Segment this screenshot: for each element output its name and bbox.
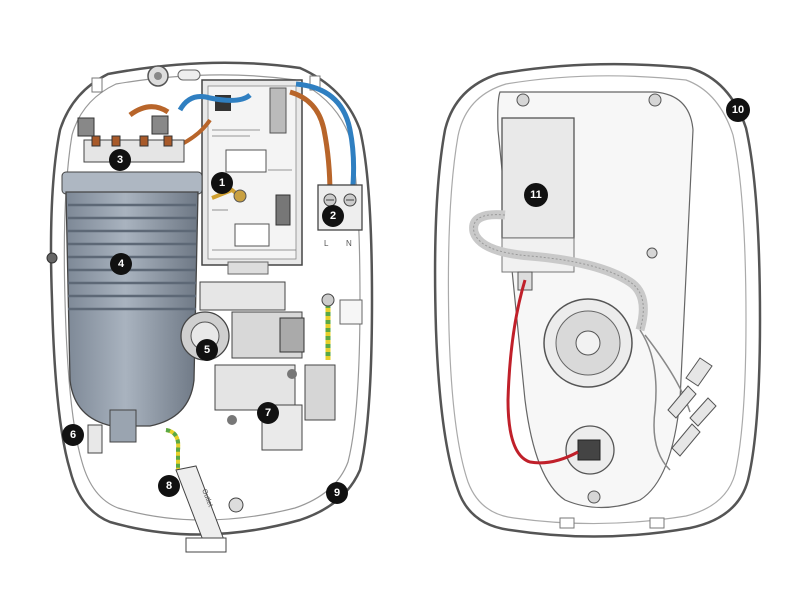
- svg-text:4: 4: [118, 258, 125, 270]
- blue-wire-top: [177, 92, 252, 112]
- callout-6: 6: [62, 424, 84, 446]
- grey-wire-2: [644, 334, 691, 413]
- brown-mains-wire: [289, 89, 333, 196]
- callout-9: 9: [326, 482, 348, 504]
- svg-text:9: 9: [334, 487, 340, 499]
- relay-2: [234, 223, 270, 247]
- terminal-label-n: N: [346, 239, 352, 248]
- earth-post: [321, 293, 335, 307]
- side-screw: [46, 252, 58, 264]
- svg-text:3: 3: [117, 154, 123, 166]
- cover-inner-rim: [447, 75, 747, 525]
- callout-7: 7: [257, 402, 279, 424]
- outlet-earth-stripe: [165, 428, 181, 472]
- svg-text:6: 6: [70, 429, 76, 441]
- svg-text:8: 8: [166, 480, 172, 492]
- callout-4: 4: [110, 253, 132, 275]
- temperature-knob-spindle: [575, 330, 601, 356]
- svg-text:5: 5: [204, 344, 210, 356]
- power-switch: [577, 439, 601, 461]
- callout-1: 1: [211, 172, 233, 194]
- clip-left: [91, 77, 103, 93]
- heater-can: [46, 171, 203, 443]
- top-boss-hole: [154, 72, 162, 80]
- brown-wire-top: [128, 104, 170, 118]
- inlet-connector: [87, 424, 103, 454]
- svg-text:10: 10: [732, 104, 744, 116]
- cable-clamp: [228, 497, 244, 513]
- bottom-clip-2: [649, 517, 665, 529]
- grey-wire-1: [639, 329, 671, 471]
- relay-top: [269, 87, 287, 134]
- blue-mains-wire: [295, 81, 357, 196]
- callout-11: 11: [524, 183, 548, 207]
- callout-10: 10: [726, 98, 750, 122]
- ribbon-cable: [469, 210, 648, 332]
- bottom-clip-1: [559, 517, 575, 529]
- spade-terminals: [667, 357, 717, 457]
- callout-5: 5: [196, 339, 218, 361]
- red-wire: [506, 279, 579, 465]
- board-tab: [227, 261, 269, 275]
- svg-text:1: 1: [219, 177, 225, 189]
- top-slot: [177, 69, 201, 81]
- outlet-nut: [185, 537, 227, 553]
- terminal-label-l: L: [324, 239, 329, 248]
- circuit-board: [201, 79, 303, 275]
- svg-text:2: 2: [330, 210, 336, 222]
- warning-label: [339, 299, 363, 325]
- backplate-inner-rim: [63, 74, 361, 521]
- svg-text:7: 7: [265, 407, 271, 419]
- callout-8: 8: [158, 475, 180, 497]
- heater-terminals: [77, 115, 185, 163]
- callout-3: 3: [109, 149, 131, 171]
- thermostat-disc: [233, 189, 247, 203]
- display-pcb-housing: [501, 117, 575, 239]
- svg-text:11: 11: [530, 189, 542, 201]
- solenoid-valve: [214, 364, 336, 451]
- relay-1: [225, 149, 267, 173]
- callout-2: 2: [322, 205, 344, 227]
- backplate-unit: L N: [46, 61, 374, 553]
- front-cover: [433, 62, 762, 538]
- connector-header: [275, 194, 291, 226]
